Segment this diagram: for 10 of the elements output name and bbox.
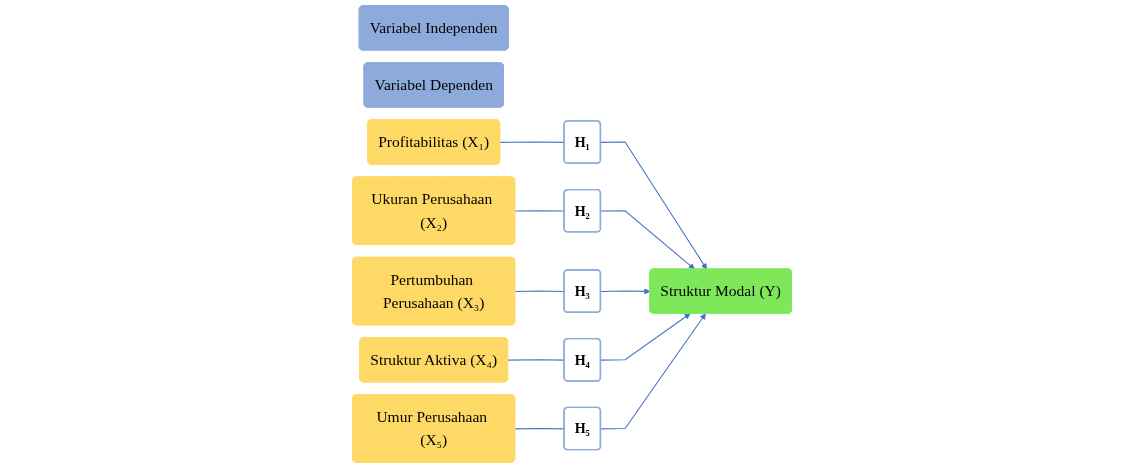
connector: [514, 290, 565, 292]
connector: [514, 210, 565, 212]
arrow: [600, 288, 651, 295]
connector: [507, 359, 565, 361]
arrow: [600, 141, 707, 270]
arrow: [600, 313, 691, 361]
arrow: [600, 210, 695, 270]
connector: [514, 428, 565, 430]
connector: [499, 141, 565, 143]
arrow: [600, 313, 706, 430]
